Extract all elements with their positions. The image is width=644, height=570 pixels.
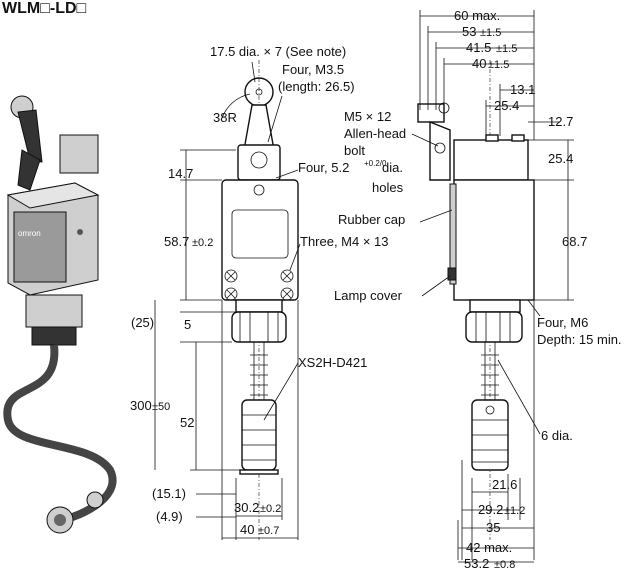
dim-35: 35 xyxy=(486,520,500,535)
dim-53-tol: ±1.5 xyxy=(480,27,501,39)
title: WLM□-LD□ xyxy=(2,0,87,17)
dim-42-max: 42 max. xyxy=(466,540,512,555)
dim-25: (25) xyxy=(131,315,154,330)
front-callouts: 17.5 dia. × 7 (See note) Four, M3.5 (len… xyxy=(210,44,404,421)
brand-mark: omron xyxy=(18,229,41,238)
callout-depth: Depth: 15 min. xyxy=(537,332,622,347)
callout-holes-dia: dia. xyxy=(382,160,403,175)
dim-13-1: 13.1 xyxy=(510,82,535,97)
dim-4-9: (4.9) xyxy=(156,509,183,524)
callout-connector: XS2H-D421 xyxy=(298,355,367,370)
callout-bolt-3: bolt xyxy=(344,143,365,158)
product-photo: omron xyxy=(3,95,117,534)
callout-holes: Four, 5.2 xyxy=(298,160,349,175)
callout-lamp-cover: Lamp cover xyxy=(334,288,403,303)
dim-14-7: 14.7 xyxy=(168,166,193,181)
dim-53-2: 53.2 xyxy=(464,556,489,570)
dim-58-7-tol: ±0.2 xyxy=(192,237,213,249)
dim-300: 300 xyxy=(130,398,152,413)
dim-41-5-tol: ±1.5 xyxy=(496,43,517,55)
dim-15-1: (15.1) xyxy=(152,486,186,501)
callout-bolt-1: M5 × 12 xyxy=(344,109,391,124)
dim-12-7: 12.7 xyxy=(548,114,573,129)
callout-m35: Four, M3.5 xyxy=(282,62,344,77)
dim-29-2-tol: ±1.2 xyxy=(504,505,525,517)
dim-30-2-tol: ±0.2 xyxy=(260,503,281,515)
dim-53-2-tol: ±0.8 xyxy=(494,559,515,570)
dim-21-6: 21.6 xyxy=(492,477,517,492)
dim-53: 53 xyxy=(462,24,476,39)
callout-rubber-cap: Rubber cap xyxy=(338,212,405,227)
dim-38r: 38R xyxy=(213,110,237,125)
dim-58-7: 58.7 xyxy=(164,234,189,249)
side-view xyxy=(417,60,535,540)
dim-52: 52 xyxy=(180,415,194,430)
callout-cable-dia: 6 dia. xyxy=(541,428,573,443)
callout-holes-word: holes xyxy=(372,180,404,195)
side-dimensions: 60 max. 53 ±1.5 41.5 ±1.5 40 ±1.5 13.1 2… xyxy=(419,8,587,570)
dim-60-max: 60 max. xyxy=(454,8,500,23)
callout-length: (length: 26.5) xyxy=(278,79,355,94)
dim-30-2: 30.2 xyxy=(234,500,259,515)
side-callouts: M5 × 12 Allen-head bolt Rubber cap Lamp … xyxy=(334,109,622,443)
dim-25-4b: 25.4 xyxy=(548,151,573,166)
dim-300-tol: ±50 xyxy=(152,401,170,413)
dim-40: 40 xyxy=(240,522,254,537)
dim-25-4a: 25.4 xyxy=(494,98,519,113)
callout-roller: 17.5 dia. × 7 (See note) xyxy=(210,44,346,59)
callout-holes-tol: +0.2/0 xyxy=(364,159,387,168)
dim-40-tol: ±0.7 xyxy=(258,525,279,537)
dim-41-5: 41.5 xyxy=(466,40,491,55)
callout-m6: Four, M6 xyxy=(537,315,588,330)
front-view xyxy=(221,60,299,540)
dim-68-7: 68.7 xyxy=(562,234,587,249)
callout-m4: Three, M4 × 13 xyxy=(300,234,389,249)
dim-29-2: 29.2 xyxy=(478,502,503,517)
dim-40-side-tol: ±1.5 xyxy=(488,59,509,71)
dim-40-side: 40 xyxy=(472,56,486,71)
callout-bolt-2: Allen-head xyxy=(344,126,406,141)
front-dimensions: 14.7 58.7 ±0.2 (25) 5 300 ±50 52 (15.1) … xyxy=(130,93,299,540)
dim-5: 5 xyxy=(184,317,191,332)
